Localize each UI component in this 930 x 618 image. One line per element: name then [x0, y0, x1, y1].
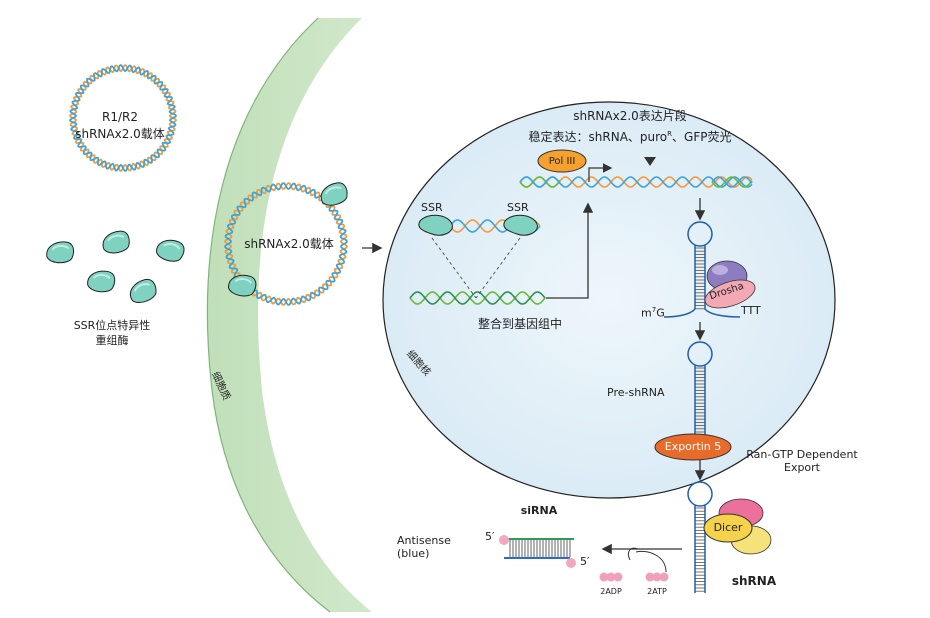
ssr-right-label: SSR [507, 201, 529, 214]
recombinase-label-1: SSR位点特异性 [73, 319, 151, 332]
exportin-5 [654, 433, 732, 461]
plasmid-cell-label: shRNAx2.0载体 [244, 237, 334, 251]
ssr-enzyme-left [418, 214, 453, 236]
ran-gtp-label-2: Export [783, 461, 821, 474]
pre-shrna-label: Pre-shRNA [607, 386, 665, 399]
dicer-yellow [703, 513, 753, 543]
plasmid-top-label-1: R1/R2 [102, 110, 138, 124]
drosha-pink [704, 279, 756, 309]
stable-expression-text: 稳定表达：shRNA、puroR、GFP荧光 [528, 130, 732, 144]
cell-membrane [206, 17, 331, 613]
sirna-cap-bottom [566, 558, 576, 568]
ran-gtp-label-1: Ran-GTP Dependent [746, 448, 858, 461]
dicer-label: Dicer [713, 521, 743, 534]
recombinase-enzymes [46, 182, 348, 304]
antisense-label-2: (blue) [397, 547, 430, 560]
ttt-label: TTT [741, 304, 761, 317]
expression-dna [519, 176, 753, 188]
atp-label: 2ATP [647, 587, 667, 596]
ssr-left-label: SSR [421, 201, 443, 214]
sirna-cap-top [499, 535, 509, 545]
sirna-label: siRNA [520, 504, 558, 517]
hairpin-primary [663, 221, 741, 318]
recombinase-label-2: 重组酶 [95, 334, 129, 347]
shrna-label: shRNA [731, 574, 777, 588]
pol3-enzyme [537, 149, 587, 173]
integration-arrow [546, 202, 594, 299]
plasmid-cell [224, 182, 348, 306]
atp-curve [635, 550, 667, 573]
five-prime-top: 5′ [485, 530, 495, 543]
m7g-label: m7G [641, 306, 665, 320]
plasmid-top-label-2: shRNAx2.0载体 [75, 127, 165, 141]
plasmid-top [69, 64, 177, 172]
fragment-title: shRNAx2.0表达片段 [573, 109, 687, 123]
antisense-label-1: Antisense [397, 534, 451, 547]
ssr-enzyme-right [503, 214, 538, 236]
genome-dna [409, 291, 546, 305]
cleavage-marker [644, 157, 656, 166]
exportin-label: Exportin 5 [664, 440, 722, 453]
adp-label: 2ADP [600, 587, 622, 596]
pol3-label: Pol III [548, 156, 576, 167]
hairpin-shrna [687, 481, 713, 593]
nucleus [382, 101, 836, 499]
five-prime-bottom: 5′ [580, 555, 590, 568]
transcription-start-arrow [588, 163, 613, 182]
integration-label: 整合到基因组中 [477, 317, 563, 331]
